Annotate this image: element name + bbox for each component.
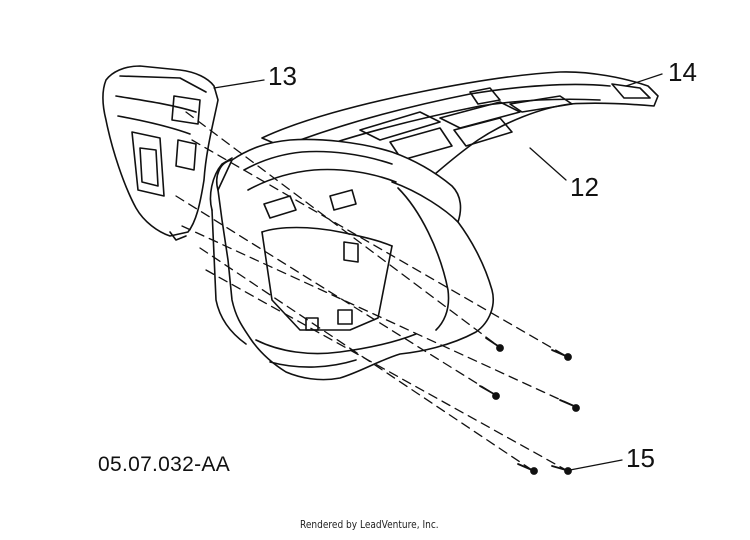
part-15-screws <box>479 337 580 475</box>
part-14-top-shroud <box>261 71 659 181</box>
diagram-code: 05.07.032-AA <box>98 453 231 476</box>
assembly-lines <box>175 111 575 471</box>
callout-13: 13 <box>268 61 297 91</box>
part-12-shroud-body <box>209 138 494 381</box>
callout-12: 12 <box>570 172 599 202</box>
callout-14: 14 <box>668 57 697 87</box>
leader-lines <box>213 73 663 471</box>
part-13-rear-shroud <box>102 65 219 241</box>
callout-15: 15 <box>626 443 655 473</box>
render-credit: Rendered by LeadVenture, Inc. <box>300 518 439 531</box>
